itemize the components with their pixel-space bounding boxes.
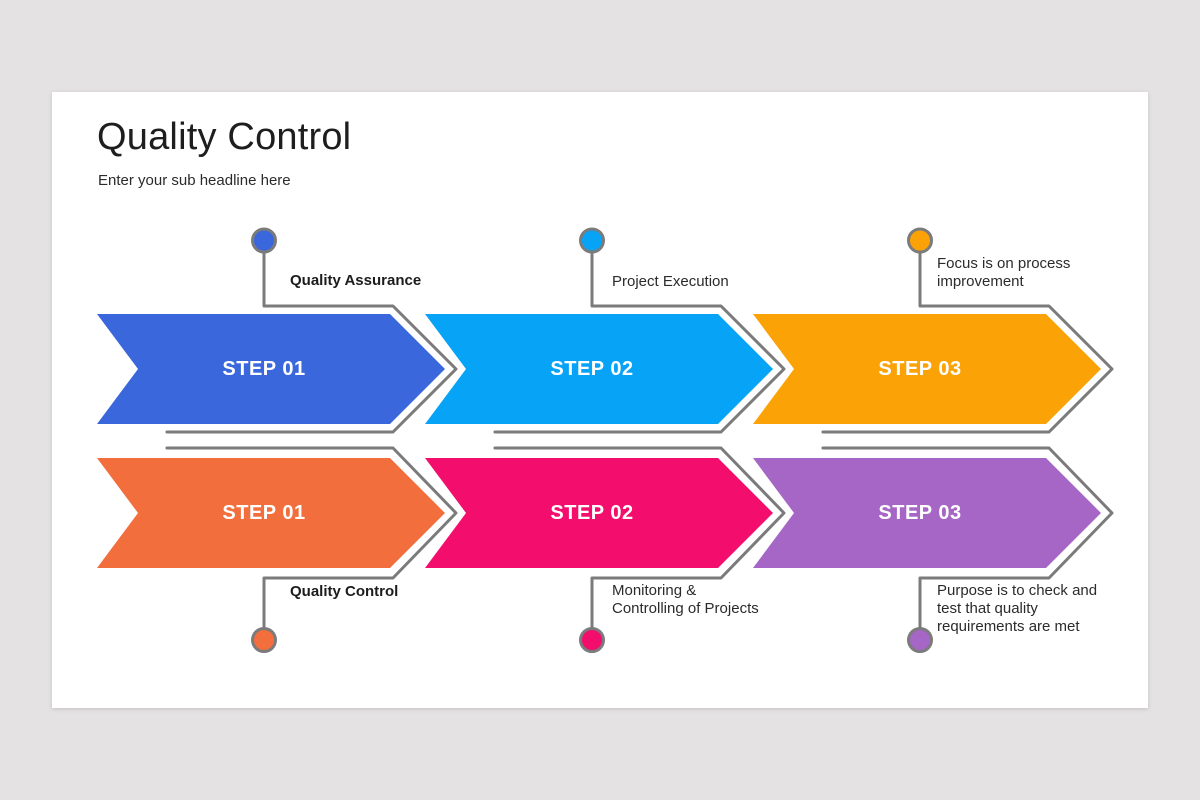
callout-label-row2-step1: Quality Control xyxy=(290,583,399,600)
connector-path-row2-step3 xyxy=(821,446,1114,629)
callout-label-row1-step2: Project Execution xyxy=(612,273,729,290)
connector-path-row1-step1 xyxy=(165,251,458,434)
slide-title: Quality Control xyxy=(97,116,352,158)
step-label-row2-step2: STEP 02 xyxy=(550,502,634,524)
callout-label-row2-step3: Purpose is to check and test that qualit… xyxy=(937,582,1098,635)
step-label-row2-step1: STEP 01 xyxy=(222,502,306,524)
process-diagram xyxy=(97,227,1114,653)
marker-circle-row1-step3 xyxy=(907,227,933,254)
marker-circle-row2-step1 xyxy=(251,627,277,653)
step-arrow-row1-step1 xyxy=(97,314,445,424)
connector-path-row1-step3 xyxy=(821,251,1114,434)
callout-label-row1-step3: Focus is on process improvement xyxy=(937,255,1071,290)
step-label-row1-step2: STEP 02 xyxy=(550,358,634,380)
slide-subtitle: Enter your sub headline here xyxy=(98,172,291,189)
step-arrow-row1-step2 xyxy=(425,314,773,424)
step-arrow-row2-step2 xyxy=(425,458,773,568)
slide-canvas: Quality Control Enter your sub headline … xyxy=(52,92,1148,708)
step-label-row1-step1: STEP 01 xyxy=(222,358,306,380)
marker-circle-row1-step1 xyxy=(251,227,277,254)
connector-path-row1-step2 xyxy=(493,251,786,434)
connector-path-row2-step2 xyxy=(493,446,786,629)
connector-path-row2-step1 xyxy=(165,446,458,629)
marker-circle-row2-step2 xyxy=(579,627,605,653)
marker-circle-row1-step2 xyxy=(579,227,605,254)
step-label-row1-step3: STEP 03 xyxy=(878,358,962,380)
step-arrow-row2-step3 xyxy=(753,458,1101,568)
step-arrow-row1-step3 xyxy=(753,314,1101,424)
marker-circle-row2-step3 xyxy=(907,627,933,653)
callout-label-row1-step1: Quality Assurance xyxy=(290,272,422,289)
step-arrow-row2-step1 xyxy=(97,458,445,568)
step-label-row2-step3: STEP 03 xyxy=(878,502,962,524)
callout-label-row2-step2: Monitoring & Controlling of Projects xyxy=(612,582,759,617)
